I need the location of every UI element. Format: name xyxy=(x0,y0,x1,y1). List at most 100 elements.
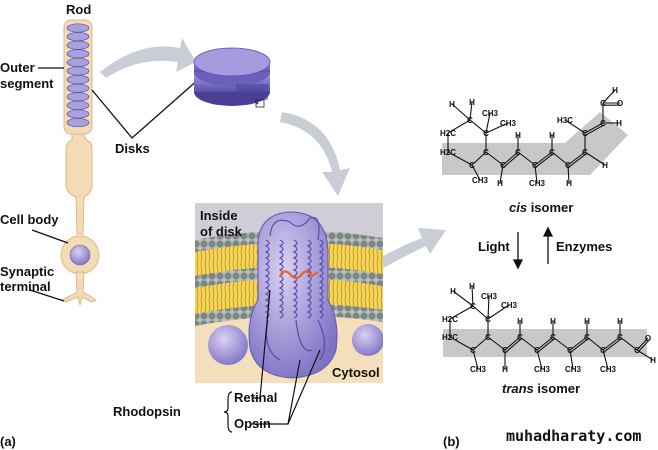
opsin-loop xyxy=(269,216,320,241)
cis-atom: CH3 xyxy=(529,179,546,188)
cis-atom: H2C xyxy=(440,129,456,138)
cis-atom: H xyxy=(497,179,503,188)
cis-bond xyxy=(567,151,586,166)
trans-double-bond xyxy=(638,339,651,352)
cis-double-bond xyxy=(569,153,587,168)
label-rod: Rod xyxy=(66,2,91,17)
cis-atom: C xyxy=(600,99,606,108)
cis-bond xyxy=(471,164,481,181)
retinal-molecule xyxy=(279,270,319,280)
cis-bond xyxy=(471,151,487,166)
trans-atom: C xyxy=(470,346,476,355)
rod-disk xyxy=(66,100,90,110)
trans-atom: H xyxy=(550,317,556,326)
label-cis-isomer: cis isomer xyxy=(509,200,573,215)
cis-atom: C xyxy=(549,148,555,157)
cis-bond xyxy=(447,151,473,166)
cis-atom: H xyxy=(602,161,608,170)
watermark: muhadharaty.com xyxy=(506,427,641,445)
cis-bond xyxy=(602,89,616,104)
nucleus xyxy=(69,244,91,266)
cis-bond xyxy=(551,151,569,166)
trans-atom: C xyxy=(517,333,523,342)
trans-bond xyxy=(536,349,543,370)
trans-atom: C xyxy=(600,346,606,355)
label-synaptic-2: terminal xyxy=(0,279,51,294)
rod-disk xyxy=(66,32,90,42)
trans-atom: H2C xyxy=(442,315,458,324)
trans-bond xyxy=(552,336,571,351)
trans-prefix: trans xyxy=(502,381,534,396)
rod-disk xyxy=(66,57,90,67)
trans-bond xyxy=(452,290,474,307)
trans-atom: C xyxy=(567,346,573,355)
cis-atom: H2C xyxy=(440,148,456,157)
cis-atom: H xyxy=(566,179,572,188)
trans-bond xyxy=(636,349,654,361)
trans-bond xyxy=(472,349,479,370)
label-enzymes: Enzymes xyxy=(556,239,612,254)
cis-atom: H xyxy=(449,100,455,109)
rod-disk xyxy=(66,66,90,76)
cis-atom: H xyxy=(469,98,475,107)
cis-double-bond xyxy=(585,124,605,136)
cis-atom: C xyxy=(600,119,606,128)
trans-bond xyxy=(487,295,490,320)
trans-atom: O xyxy=(645,334,651,343)
cis-bond xyxy=(451,103,471,121)
trans-atom: H xyxy=(450,287,456,296)
trans-atom: H xyxy=(650,356,656,365)
cis-bond xyxy=(485,151,504,166)
isomer-suffix: isomer xyxy=(534,381,580,396)
trans-atom: CH3 xyxy=(600,365,617,374)
trans-double-bond xyxy=(571,338,589,353)
opsin-helix xyxy=(264,239,270,319)
cis-double-bond xyxy=(504,153,520,168)
trans-bond xyxy=(472,305,489,320)
trans-bond xyxy=(619,336,638,351)
cis-bond xyxy=(469,119,487,134)
cis-atom: C xyxy=(469,161,475,170)
label-inside-disk-2: of disk xyxy=(200,224,243,239)
cis-atom: H xyxy=(515,131,521,140)
trans-bond xyxy=(569,336,588,351)
cis-bond xyxy=(502,151,519,166)
opsin-helix xyxy=(318,239,324,319)
trans-atom: CH3 xyxy=(470,365,487,374)
trans-atom: H2C xyxy=(442,333,458,342)
cis-bond xyxy=(485,112,491,134)
cis-highlight-band xyxy=(442,112,628,175)
label-inside-disk-1: Inside xyxy=(200,208,238,223)
arrow-disk-to-membrane xyxy=(280,112,350,196)
cis-bond xyxy=(469,101,473,121)
trans-atom: CH3 xyxy=(481,292,498,301)
opsin-helix xyxy=(278,239,284,319)
trans-atom: C xyxy=(485,333,491,342)
opsin-helix xyxy=(306,239,312,319)
trans-double-bond xyxy=(604,338,622,353)
trans-bond xyxy=(504,336,521,351)
cis-bond xyxy=(534,164,538,184)
rod-disk-stack xyxy=(66,23,90,128)
cis-atom: H3C xyxy=(557,116,573,125)
cis-bond xyxy=(485,122,509,134)
cis-bond xyxy=(517,151,536,166)
membrane-panel xyxy=(195,203,383,383)
cis-atom: C xyxy=(565,161,571,170)
trans-bond xyxy=(449,305,474,320)
trans-bond xyxy=(602,349,609,370)
inner-segment xyxy=(65,133,93,235)
trans-atom: C xyxy=(470,302,476,311)
trans-double-bond xyxy=(538,338,555,353)
label-opsin: Opsin xyxy=(234,416,271,431)
cis-atom: CH3 xyxy=(482,109,499,118)
cis-double-bond xyxy=(536,153,554,168)
cis-atom: H xyxy=(549,131,555,140)
trans-retinal-structure: HHCCH3CH3CH2CH2CCCH3CCHCHCCH3CHCCH3CHCCH… xyxy=(442,282,656,374)
label-cytosol: Cytosol xyxy=(332,365,380,380)
cis-atom: C xyxy=(500,161,506,170)
trans-bond xyxy=(602,336,621,351)
